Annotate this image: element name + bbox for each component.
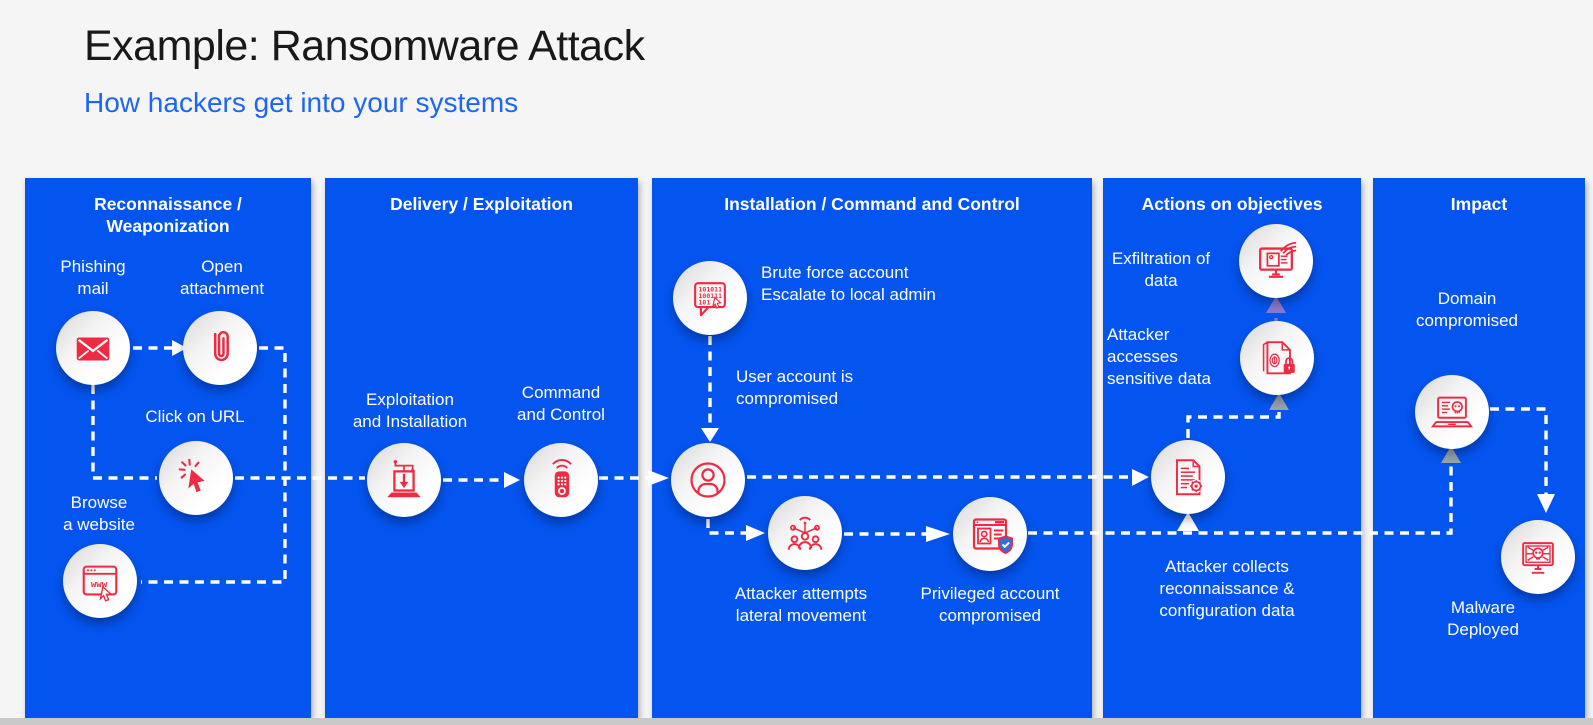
panel-header: Actions on objectives xyxy=(1141,194,1323,214)
svg-text:www: www xyxy=(91,580,108,590)
privileged-account-icon xyxy=(953,497,1027,571)
panel-header: Delivery / Exploitation xyxy=(390,194,573,214)
envelope-icon xyxy=(56,311,130,385)
label-user-account-compromised: User account is compromised xyxy=(736,367,854,408)
svg-text:100111: 100111 xyxy=(699,292,723,300)
panel-header: Reconnaissance / Weaponization xyxy=(94,194,242,236)
label-exfiltration-of-data: Exfiltration of data xyxy=(1111,249,1211,290)
cursor-click-icon xyxy=(159,441,233,515)
laptop-skull-icon xyxy=(1415,375,1489,449)
label-accesses-sensitive-data: Attacker accesses sensitive data xyxy=(1107,325,1211,388)
svg-text:101 0: 101 0 xyxy=(699,299,719,307)
panel-header: Installation / Command and Control xyxy=(724,194,1020,214)
label-collects-recon-data: Attacker collects reconnaissance & confi… xyxy=(1159,557,1295,620)
binary-speech-bubble-icon: 101011 100111 101 0 xyxy=(673,261,747,335)
monitor-skull-icon xyxy=(1501,520,1575,594)
label-privileged-account: Privileged account compromised xyxy=(920,584,1060,625)
label-command-and-control: Command and Control xyxy=(517,383,605,424)
label-domain-compromised: Domain compromised xyxy=(1415,289,1519,330)
panel-actions-on-objectives: Actions on objectives xyxy=(1103,178,1361,718)
data-exfiltration-icon xyxy=(1239,224,1313,298)
sensitive-data-lock-icon xyxy=(1240,321,1314,395)
label-phishing-mail: Phishing mail xyxy=(60,257,126,298)
label-click-on-url: Click on URL xyxy=(145,407,245,426)
paperclip-icon xyxy=(183,311,257,385)
document-gear-icon xyxy=(1151,440,1225,514)
label-open-attachment: Open attachment xyxy=(179,257,265,298)
laptop-exploit-icon xyxy=(367,443,441,517)
panel-header: Impact xyxy=(1450,194,1508,214)
bottom-edge-strip xyxy=(0,718,1593,725)
page-subtitle: How hackers get into your systems xyxy=(84,87,519,118)
label-exploitation-installation: Exploitation and Installation xyxy=(352,390,468,431)
panel-delivery-exploitation: Delivery / Exploitation xyxy=(325,178,638,718)
label-malware-deployed: Malware Deployed xyxy=(1447,598,1519,639)
label-browse-a-website: Browse a website xyxy=(63,493,135,534)
user-account-icon xyxy=(671,443,745,517)
browser-www-icon: www xyxy=(63,544,137,618)
label-brute-force-escalate: Brute force account Escalate to local ad… xyxy=(761,263,936,304)
panel-impact: Impact xyxy=(1373,178,1585,718)
page-title: Example: Ransomware Attack xyxy=(84,22,645,70)
label-lateral-movement: Attacker attempts lateral movement xyxy=(734,584,868,625)
remote-control-icon xyxy=(524,443,598,517)
lateral-movement-icon xyxy=(768,496,842,570)
svg-text:101011: 101011 xyxy=(699,285,723,293)
